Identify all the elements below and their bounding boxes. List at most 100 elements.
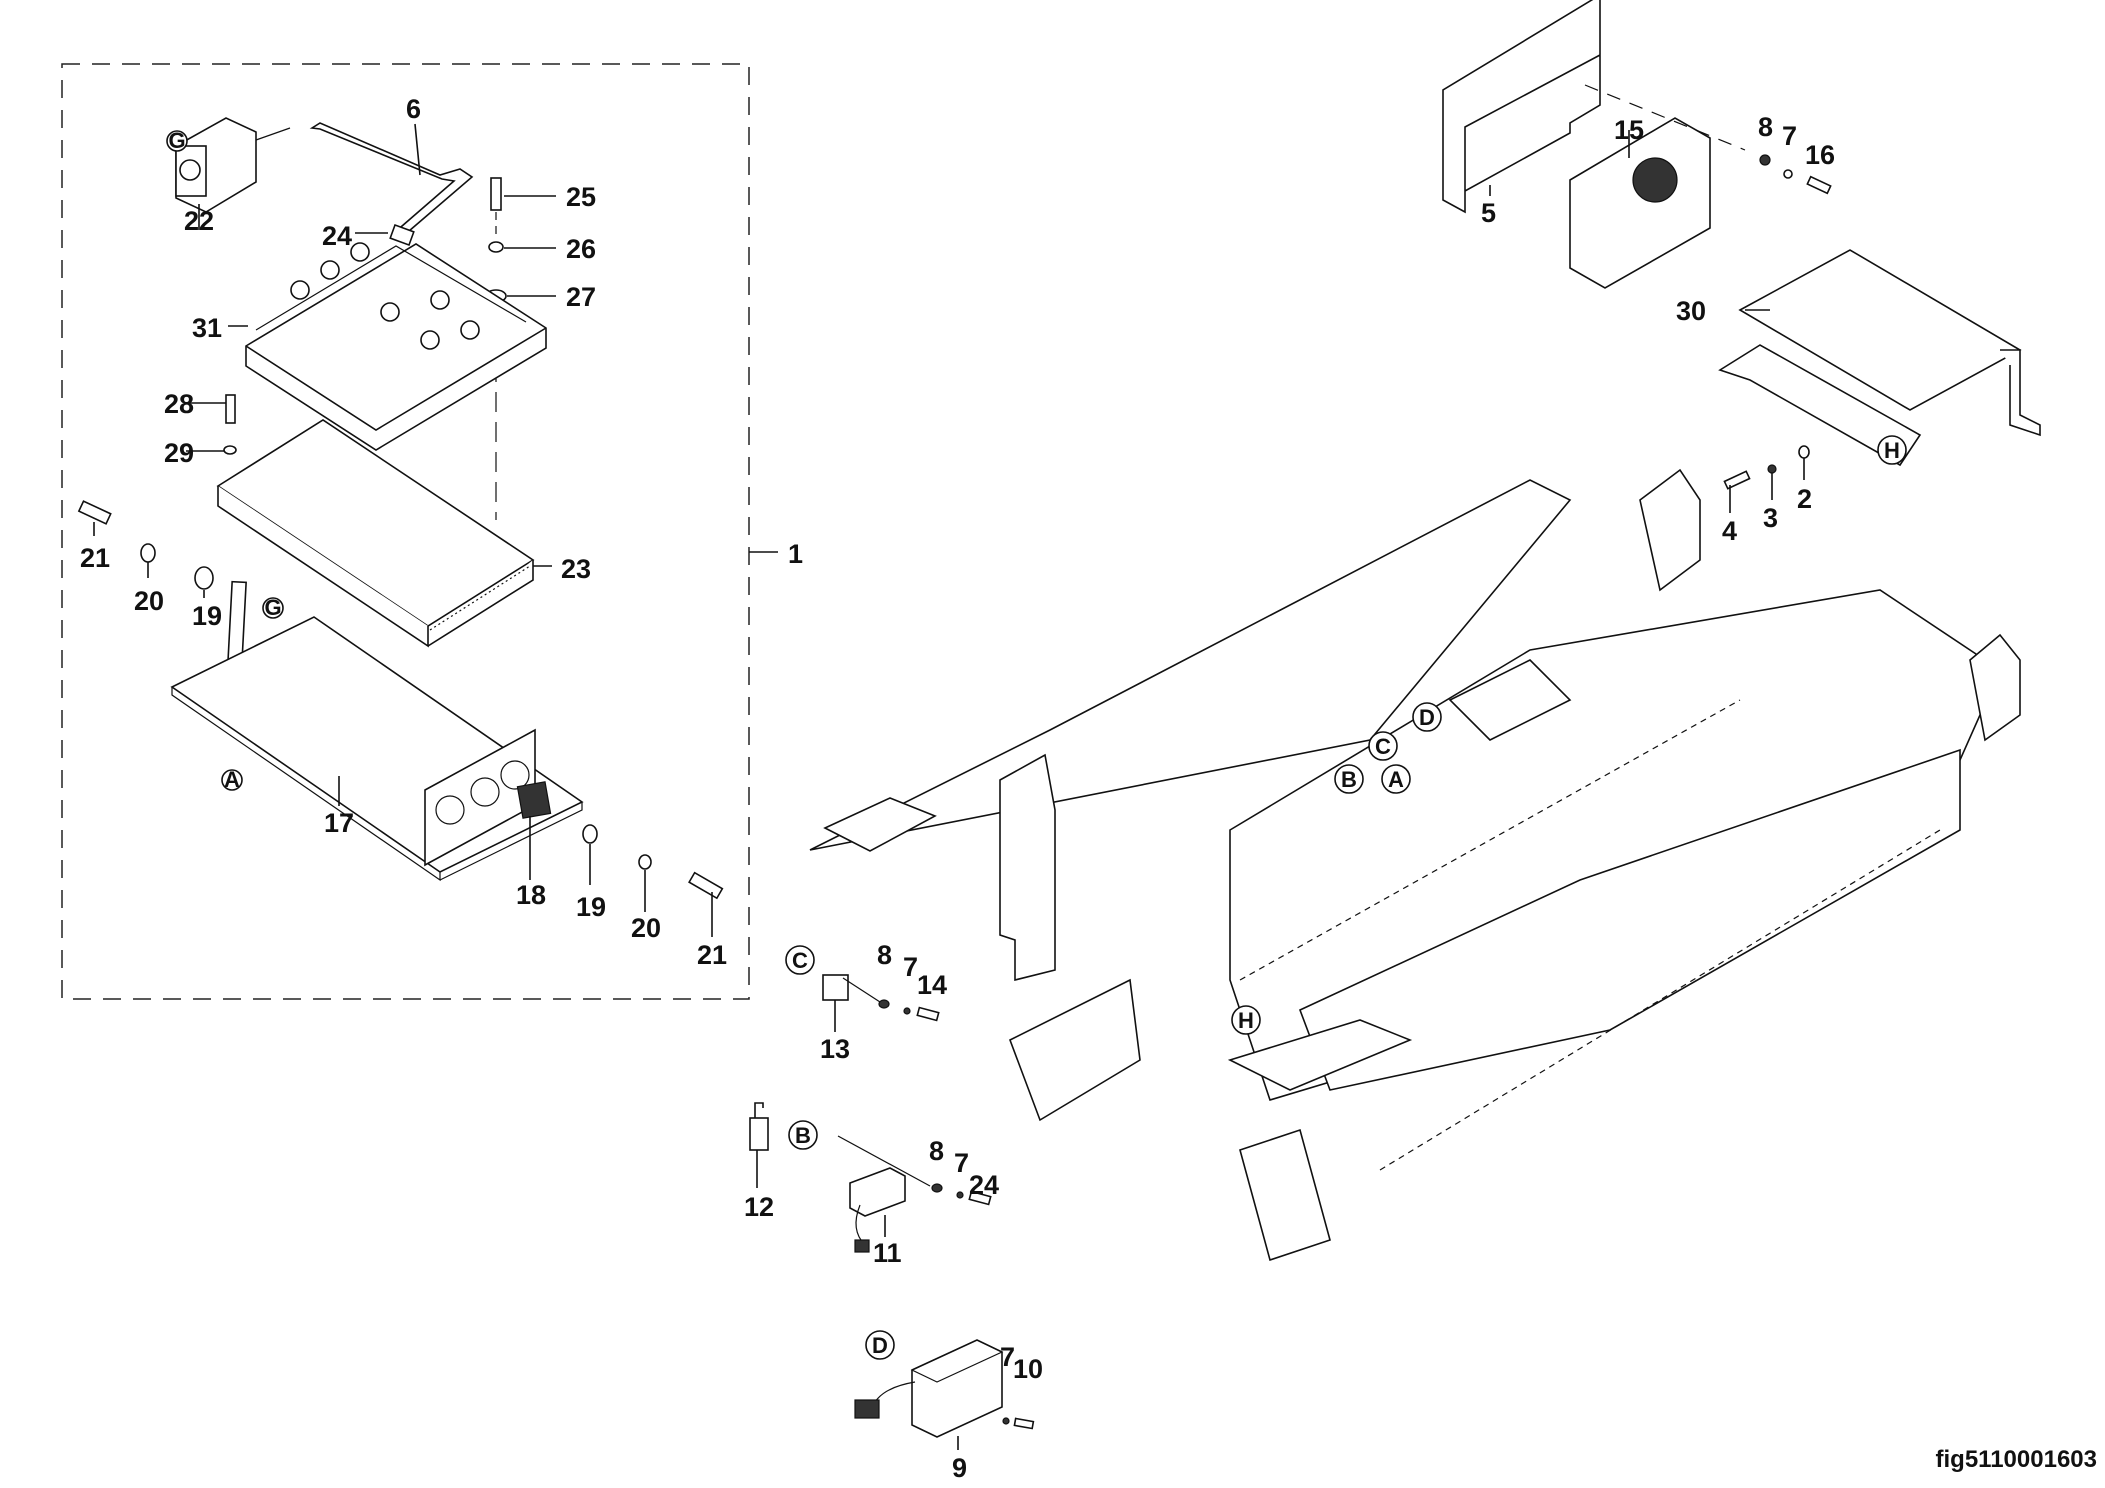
part-7-washer-top	[1783, 169, 1793, 179]
ref-d-frame: D	[1412, 702, 1442, 732]
part-29-washer	[223, 445, 237, 455]
part-26-washer	[488, 241, 504, 253]
part-7b-washer	[903, 1007, 911, 1015]
svg-text:B: B	[795, 1123, 811, 1148]
part-7d-washer	[1002, 1417, 1010, 1425]
part-3-washer	[1767, 464, 1777, 474]
callout-7: 7	[1782, 121, 1797, 151]
svg-text:G: G	[264, 595, 281, 620]
callout-17: 17	[324, 808, 354, 838]
callout-28: 28	[164, 389, 194, 419]
callout-9: 9	[952, 1453, 967, 1483]
part-11-connector	[849, 1167, 906, 1253]
part-14-bolt	[916, 1006, 940, 1022]
svg-text:B: B	[1341, 767, 1357, 792]
part-25-bolt	[490, 177, 502, 211]
svg-text:D: D	[872, 1333, 888, 1358]
callout-labels: 6 25 26 27 22 24 31 28 29 21 20 19 23 1 …	[80, 94, 1835, 1483]
part-21-bolt	[77, 500, 112, 525]
callout-30: 30	[1676, 296, 1706, 326]
callout-8: 8	[1758, 112, 1773, 142]
callout-23: 23	[561, 554, 591, 584]
svg-text:C: C	[1375, 734, 1391, 759]
callout-16: 16	[1805, 140, 1835, 170]
part-20b-washer	[638, 854, 652, 870]
part-24-fuse	[389, 223, 415, 247]
callout-7c: 7	[954, 1148, 969, 1178]
part-4-bolt	[1723, 470, 1751, 490]
ref-b-frame: B	[1334, 764, 1364, 794]
ref-d-module: D	[865, 1330, 895, 1360]
part-23-heatsink	[216, 419, 535, 648]
svg-text:H: H	[1884, 438, 1900, 463]
ref-c-relay: C	[785, 945, 815, 975]
part-10-bolt	[1013, 1417, 1035, 1430]
callout-20b: 20	[631, 913, 661, 943]
callout-7d: 7	[1000, 1342, 1015, 1372]
callout-19: 19	[192, 601, 222, 631]
callout-19b: 19	[576, 892, 606, 922]
callout-2: 2	[1797, 484, 1812, 514]
part-9-module	[854, 1339, 1004, 1438]
part-31-controller	[245, 242, 547, 451]
part-22-contactor	[175, 117, 291, 213]
leader-lines	[93, 123, 1805, 1450]
assembly-boundary	[61, 63, 750, 1000]
callout-21b: 21	[697, 940, 727, 970]
callout-22: 22	[184, 206, 214, 236]
callout-10: 10	[1013, 1354, 1043, 1384]
part-18-fan	[516, 781, 552, 819]
svg-text:H: H	[1238, 1008, 1254, 1033]
ref-c-frame: C	[1368, 731, 1398, 761]
callout-20: 20	[134, 586, 164, 616]
ref-a-frame: A	[1381, 764, 1411, 794]
callout-3: 3	[1763, 503, 1778, 533]
reference-markers: G G A H D C B A H C B D	[166, 128, 1907, 1360]
svg-text:D: D	[1419, 705, 1435, 730]
callout-13: 13	[820, 1034, 850, 1064]
callout-27: 27	[566, 282, 596, 312]
callout-11: 11	[873, 1238, 902, 1268]
callout-31: 31	[192, 313, 222, 343]
callout-26: 26	[566, 234, 596, 264]
part-28-bolt	[225, 394, 236, 424]
part-21b-bolt	[688, 871, 724, 900]
ref-h-frame: H	[1231, 1005, 1261, 1035]
part-19b-washer	[582, 824, 598, 844]
callout-14: 14	[917, 970, 947, 1000]
svg-text:C: C	[792, 948, 808, 973]
part-16-bolt	[1806, 175, 1832, 195]
callout-1: 1	[788, 539, 803, 569]
part-6-busbar	[309, 122, 474, 238]
figure-id: fig5110001603	[1935, 1446, 2097, 1473]
svg-text:G: G	[168, 128, 185, 153]
callout-24: 24	[322, 221, 352, 251]
part-24b-bolt	[968, 1190, 992, 1206]
part-5-cover	[1442, 0, 1601, 214]
part-15-charger	[1569, 117, 1711, 289]
callout-21: 21	[80, 543, 110, 573]
ref-a-plate: A	[221, 767, 243, 792]
part-8-washer-top	[1759, 154, 1771, 166]
svg-text:A: A	[1388, 767, 1404, 792]
callout-24b: 24	[969, 1170, 999, 1200]
callout-29: 29	[164, 438, 194, 468]
callout-8c: 8	[929, 1136, 944, 1166]
part-8b-washer	[878, 999, 890, 1009]
callout-4: 4	[1722, 516, 1737, 546]
part-12-fuse	[749, 1117, 769, 1151]
callout-18: 18	[516, 880, 546, 910]
part-20-washer	[140, 543, 156, 563]
callout-12: 12	[744, 1192, 774, 1222]
callout-7b: 7	[903, 952, 918, 982]
part-8c-washer	[931, 1183, 943, 1193]
callout-8b: 8	[877, 940, 892, 970]
ref-b-connector: B	[788, 1120, 818, 1150]
part-17-baseplate	[170, 616, 584, 882]
ref-g-top: G	[166, 128, 188, 153]
part-30-tray	[1718, 249, 2041, 467]
machine-frame	[809, 468, 2021, 1262]
fuse-tab	[754, 1102, 764, 1118]
callout-6: 6	[406, 94, 421, 124]
